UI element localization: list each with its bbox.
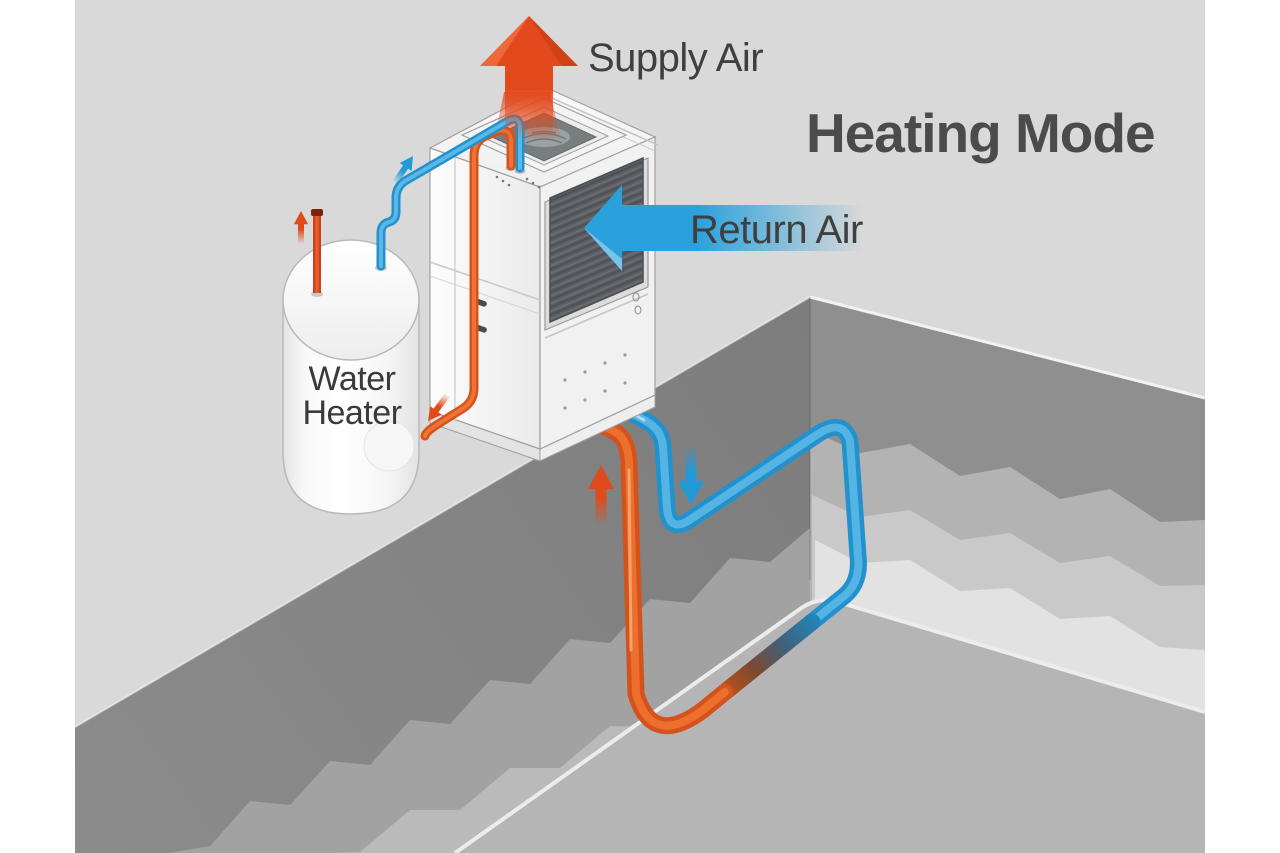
return-air-label: Return Air <box>690 208 863 252</box>
water-heater-label-line1: Water <box>309 360 396 398</box>
unit-left-face <box>429 147 541 450</box>
left-margin <box>0 0 75 853</box>
top-rail-line-1 <box>544 94 659 146</box>
tank-inlet-arrow <box>428 392 451 421</box>
heat-pump-unit <box>428 86 659 462</box>
loop-return-pipe-hot <box>539 387 734 735</box>
hot-supply-pipe-to-tank <box>420 126 516 441</box>
loop-return-up-arrow <box>588 465 614 525</box>
panel-screws <box>563 353 627 410</box>
grille-sill <box>544 293 649 339</box>
entry-screw-dots <box>495 175 541 189</box>
tank-access-panel <box>363 420 415 472</box>
near-edge-highlight <box>74 296 811 728</box>
supply-air-label: Supply Air <box>588 36 763 80</box>
door-seam-1 <box>429 261 541 301</box>
post-hole-2 <box>634 305 642 315</box>
far-edge-highlight <box>809 295 1206 400</box>
water-heater-tank: Water Heater <box>282 209 420 515</box>
ground-loop-piping <box>533 355 867 735</box>
supply-arrow-bevel-right <box>529 16 578 66</box>
tank-outlet-pipe <box>311 209 323 297</box>
building-piping <box>375 114 541 441</box>
tank-outlet-arrow <box>293 211 309 244</box>
post-hole-1 <box>632 292 640 302</box>
return-arrow-bevel <box>584 228 622 271</box>
supply-arrow-bevel-left <box>480 16 529 66</box>
water-heater-label-line2: Heater <box>302 394 401 432</box>
loop-transition-pipe <box>716 613 821 701</box>
right-margin <box>1205 0 1280 853</box>
supply-air-arrow <box>480 16 578 138</box>
loop-supply-down-arrow <box>678 445 704 505</box>
line-flow-arrow <box>392 156 413 186</box>
page-title: Heating Mode <box>806 102 1155 164</box>
floor-face <box>455 600 1205 853</box>
return-air-arrow <box>584 185 862 271</box>
door-seam-2 <box>429 275 541 315</box>
tank-top <box>282 239 420 361</box>
